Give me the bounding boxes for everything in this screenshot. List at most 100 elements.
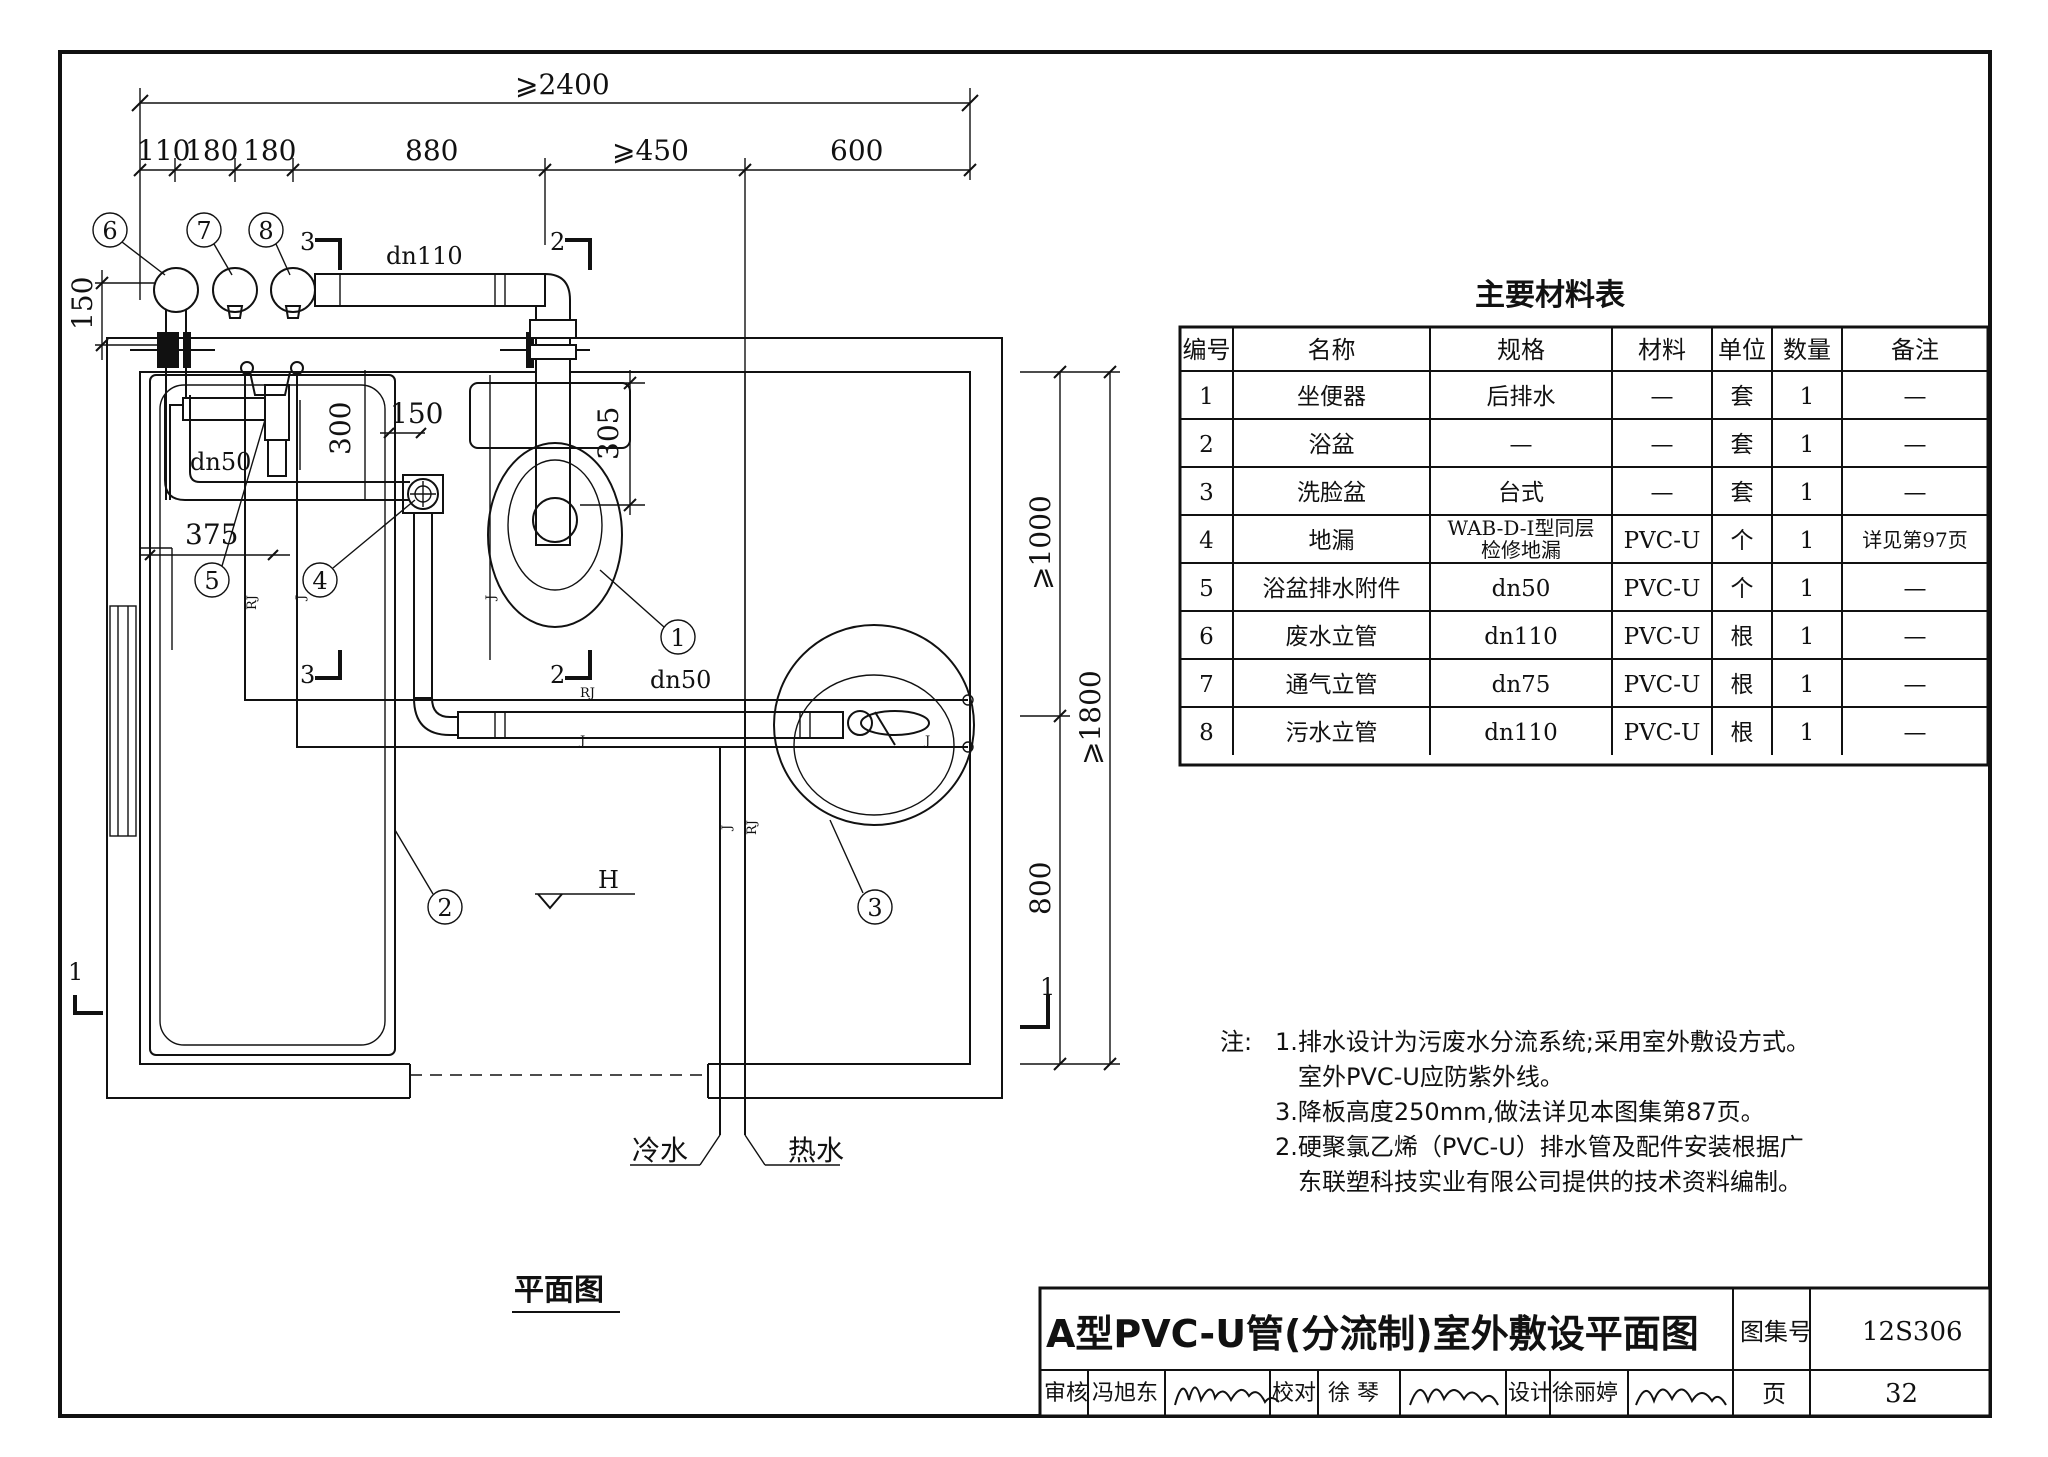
water-supply-lines: RJ J RJ J J RJ J J — [244, 375, 974, 1135]
bathtub — [149, 374, 396, 1056]
label-rj-v2: RJ — [745, 820, 760, 835]
table-cell: 套 — [1731, 384, 1754, 410]
table-cell: 套 — [1731, 432, 1754, 458]
floor-drain — [402, 474, 461, 736]
basin-drain: dn50 — [457, 666, 844, 739]
dim-110: 110 — [137, 134, 190, 167]
table-cell: — — [1904, 576, 1927, 602]
dim-150-inner: 150 — [390, 397, 443, 430]
table-cell: 地漏 — [1309, 528, 1355, 554]
label-dn110: dn110 — [386, 242, 463, 270]
table-cell: 1 — [1800, 528, 1815, 554]
table-cell: 根 — [1731, 720, 1754, 746]
label-dn50-bath: dn50 — [190, 448, 251, 476]
note-line-3: 3.降板高度250mm,做法详见本图集第87页。 — [1275, 1098, 1765, 1126]
table-cell: 3 — [1199, 480, 1214, 506]
table-header-cell: 材料 — [1638, 336, 1686, 364]
reviewer-name: 冯旭东 — [1092, 1381, 1158, 1406]
label-dn50-basin: dn50 — [650, 666, 711, 694]
note-line-2: 室外PVC-U应防紫外线。 — [1298, 1063, 1564, 1091]
dim-1000: ⩾1000 — [1024, 495, 1057, 590]
table-cell: dn110 — [1484, 720, 1557, 746]
dim-375: 375 — [185, 518, 238, 551]
table-cell: 废水立管 — [1286, 624, 1378, 650]
table-cell: 2 — [1199, 432, 1214, 458]
signature-checker — [1409, 1388, 1499, 1406]
table-cell: 个 — [1731, 528, 1754, 554]
drawing-title: A型PVC-U管(分流制)室外敷设平面图 — [1046, 1312, 1699, 1356]
table-cell: — — [1651, 480, 1674, 506]
table-cell: 1 — [1800, 432, 1815, 458]
table-header-cell: 名称 — [1308, 336, 1356, 364]
riser-6 — [153, 267, 199, 313]
label-cold-water: 冷水 — [632, 1134, 688, 1167]
table-cell: dn110 — [1484, 624, 1557, 650]
label-rj-v: RJ — [245, 595, 260, 610]
table-cell: 1 — [1199, 384, 1214, 410]
label-j-basin: J — [923, 734, 930, 749]
dim-880: 880 — [405, 134, 458, 167]
table-cell: PVC-U — [1624, 576, 1701, 602]
table-cell: PVC-U — [1624, 528, 1701, 554]
svg-text:8: 8 — [258, 217, 273, 245]
label-rj-h: RJ — [580, 686, 595, 701]
table-cell: 个 — [1731, 576, 1754, 602]
toilet — [469, 360, 631, 628]
table-cell: 浴盆排水附件 — [1263, 576, 1401, 602]
table-header-cell: 规格 — [1497, 336, 1545, 364]
table-cell: 5 — [1199, 576, 1214, 602]
table-cell: 浴盆 — [1309, 432, 1355, 458]
dim-150-left: 150 — [66, 277, 99, 330]
table-cell: 1 — [1800, 480, 1815, 506]
table-cell: — — [1904, 384, 1927, 410]
dim-305: 305 — [592, 407, 625, 460]
dim-450: ⩾450 — [612, 134, 689, 167]
table-cell: 通气立管 — [1286, 672, 1378, 698]
svg-text:7: 7 — [196, 217, 211, 245]
label-j-v1: J — [294, 595, 309, 602]
label-hot-water: 热水 — [788, 1134, 844, 1167]
dim-overall-2400: ⩾2400 — [515, 68, 610, 101]
check-label: 校对 — [1272, 1381, 1316, 1406]
designer-name: 徐丽婷 — [1552, 1381, 1618, 1406]
table-cell: — — [1904, 432, 1927, 458]
table-cell: 7 — [1199, 672, 1214, 698]
svg-text:1: 1 — [1040, 973, 1055, 1001]
table-cell: 套 — [1731, 480, 1754, 506]
washbasin — [773, 624, 975, 826]
svg-text:1: 1 — [670, 624, 685, 652]
svg-text:2: 2 — [550, 661, 565, 689]
floor-plan: ⩾2400 110 180 180 880 ⩾450 600 150 — [66, 68, 1120, 1313]
table-cell: 根 — [1731, 672, 1754, 698]
callouts: 6 7 8 5 4 1 2 3 — [92, 212, 893, 925]
checker-name: 徐 琴 — [1328, 1381, 1379, 1406]
table-cell: 详见第97页 — [1862, 528, 1967, 552]
plan-caption: 平面图 — [514, 1273, 604, 1308]
atlas-label: 图集号 — [1740, 1318, 1812, 1346]
dim-180a: 180 — [185, 134, 238, 167]
table-cell: PVC-U — [1624, 672, 1701, 698]
table-header-cell: 备注 — [1891, 336, 1939, 364]
table-cell: WAB-D-I型同层 — [1448, 516, 1595, 540]
svg-text:1: 1 — [68, 958, 83, 986]
table-cell: 1 — [1800, 384, 1815, 410]
table-cell: dn50 — [1492, 576, 1551, 602]
table-cell: 1 — [1800, 720, 1815, 746]
svg-text:3: 3 — [867, 894, 882, 922]
svg-text:2: 2 — [550, 228, 565, 256]
design-label: 设计 — [1508, 1381, 1552, 1406]
review-label: 审核 — [1044, 1381, 1088, 1406]
table-cell: 6 — [1199, 624, 1214, 650]
table-cell: 1 — [1800, 624, 1815, 650]
notes-prefix: 注: — [1220, 1028, 1252, 1056]
notes: 注: 1.排水设计为污废水分流系统;采用室外敷设方式。 室外PVC-U应防紫外线… — [1220, 1028, 1810, 1196]
label-j-v2: J — [484, 595, 499, 602]
svg-text:6: 6 — [102, 217, 117, 245]
svg-text:3: 3 — [300, 661, 315, 689]
table-cell: 4 — [1199, 528, 1214, 554]
dim-600: 600 — [830, 134, 883, 167]
table-cell: 台式 — [1498, 480, 1544, 506]
sheet-border — [58, 50, 1992, 1418]
table-cell: PVC-U — [1624, 720, 1701, 746]
